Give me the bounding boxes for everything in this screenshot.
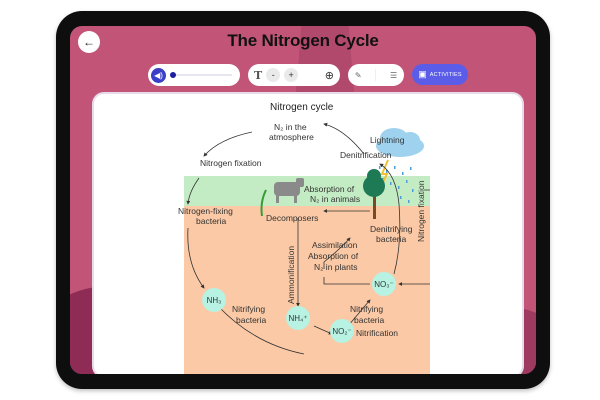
label-absorption-animals-1: Absorption of: [304, 184, 355, 194]
label-nitrifying-right-2: bacteria: [354, 315, 385, 325]
cycle-arrows: [186, 122, 430, 355]
label-lightning: Lightning: [370, 135, 405, 145]
label-assimilation-1: Assimilation: [312, 240, 358, 250]
monitor-check-icon: ▣: [418, 69, 427, 79]
decrease-font-button[interactable]: -: [266, 68, 281, 82]
pencil-icon[interactable]: ✎: [354, 70, 362, 80]
label-nitrogen-fixation-vertical: Nitrogen fixation: [416, 180, 426, 242]
label-n2-atmosphere-1: N₂ in the: [274, 122, 307, 132]
text-controls: T - + ⊕: [248, 64, 340, 86]
node-nh4: NH₄⁺: [286, 306, 310, 330]
audio-player: ◀): [148, 64, 240, 86]
label-nitrogen-fixation: Nitrogen fixation: [200, 158, 262, 168]
label-decomposers: Decomposers: [266, 213, 319, 223]
slider-knob[interactable]: [170, 71, 176, 78]
arrow-left-icon: ←: [83, 35, 95, 49]
label-nitrogen-fixing-1: Nitrogen-fixing: [178, 206, 233, 216]
node-nh3: NH₃: [202, 288, 226, 312]
audio-progress-slider[interactable]: [170, 71, 232, 78]
font-style-icon[interactable]: T: [254, 68, 263, 82]
label-nitrifying-left-2: bacteria: [236, 315, 267, 325]
label-nitrogen-fixing-2: bacteria: [196, 216, 227, 226]
tool-controls: ✎ ☰: [348, 64, 404, 86]
label-ammonification: Ammonification: [286, 245, 296, 304]
label-absorption-animals-2: N₂ in animals: [310, 194, 361, 204]
label-denitrifying-2: bacteria: [376, 234, 407, 244]
diagram-title: Nitrogen cycle: [270, 102, 334, 113]
page-title: The Nitrogen Cycle: [227, 31, 379, 50]
label-nitrifying-right-1: Nitrifying: [350, 304, 384, 314]
label-denitrifying-1: Denitrifying: [370, 224, 413, 234]
label-nitrifying-left-1: Nitrifying: [232, 304, 266, 314]
activities-label: ACTIVITIES: [429, 71, 462, 78]
app-screen: ← The Nitrogen Cycle ◀) T - + ⊕ ✎ ☰ ▣ AC…: [70, 26, 536, 374]
grass-layer: [184, 176, 430, 206]
globe-icon[interactable]: ⊕: [324, 69, 334, 82]
speaker-icon: ◀): [154, 70, 163, 80]
divider: [375, 69, 377, 81]
content-card: Nitrogen cycle N₂ in the atmosphere Nitr…: [94, 94, 522, 374]
increase-font-button[interactable]: +: [284, 68, 299, 82]
activities-button[interactable]: ▣ ACTIVITIES: [412, 64, 468, 85]
list-icon[interactable]: ☰: [389, 70, 398, 80]
nitrogen-cycle-diagram: Nitrogen cycle N₂ in the atmosphere Nitr…: [174, 94, 430, 374]
speaker-button[interactable]: ◀): [151, 67, 166, 83]
back-button[interactable]: ←: [78, 31, 100, 53]
node-no3: NO₃⁻: [372, 272, 396, 296]
label-denitrification: Denitrification: [340, 150, 392, 160]
node-no2: NO₂⁻: [330, 319, 354, 343]
label-assimilation-3: N₂ in plants: [314, 262, 358, 272]
label-n2-atmosphere-2: atmosphere: [269, 132, 314, 142]
label-assimilation-2: Absorption of: [308, 251, 359, 261]
label-nitrification: Nitrification: [356, 328, 399, 338]
